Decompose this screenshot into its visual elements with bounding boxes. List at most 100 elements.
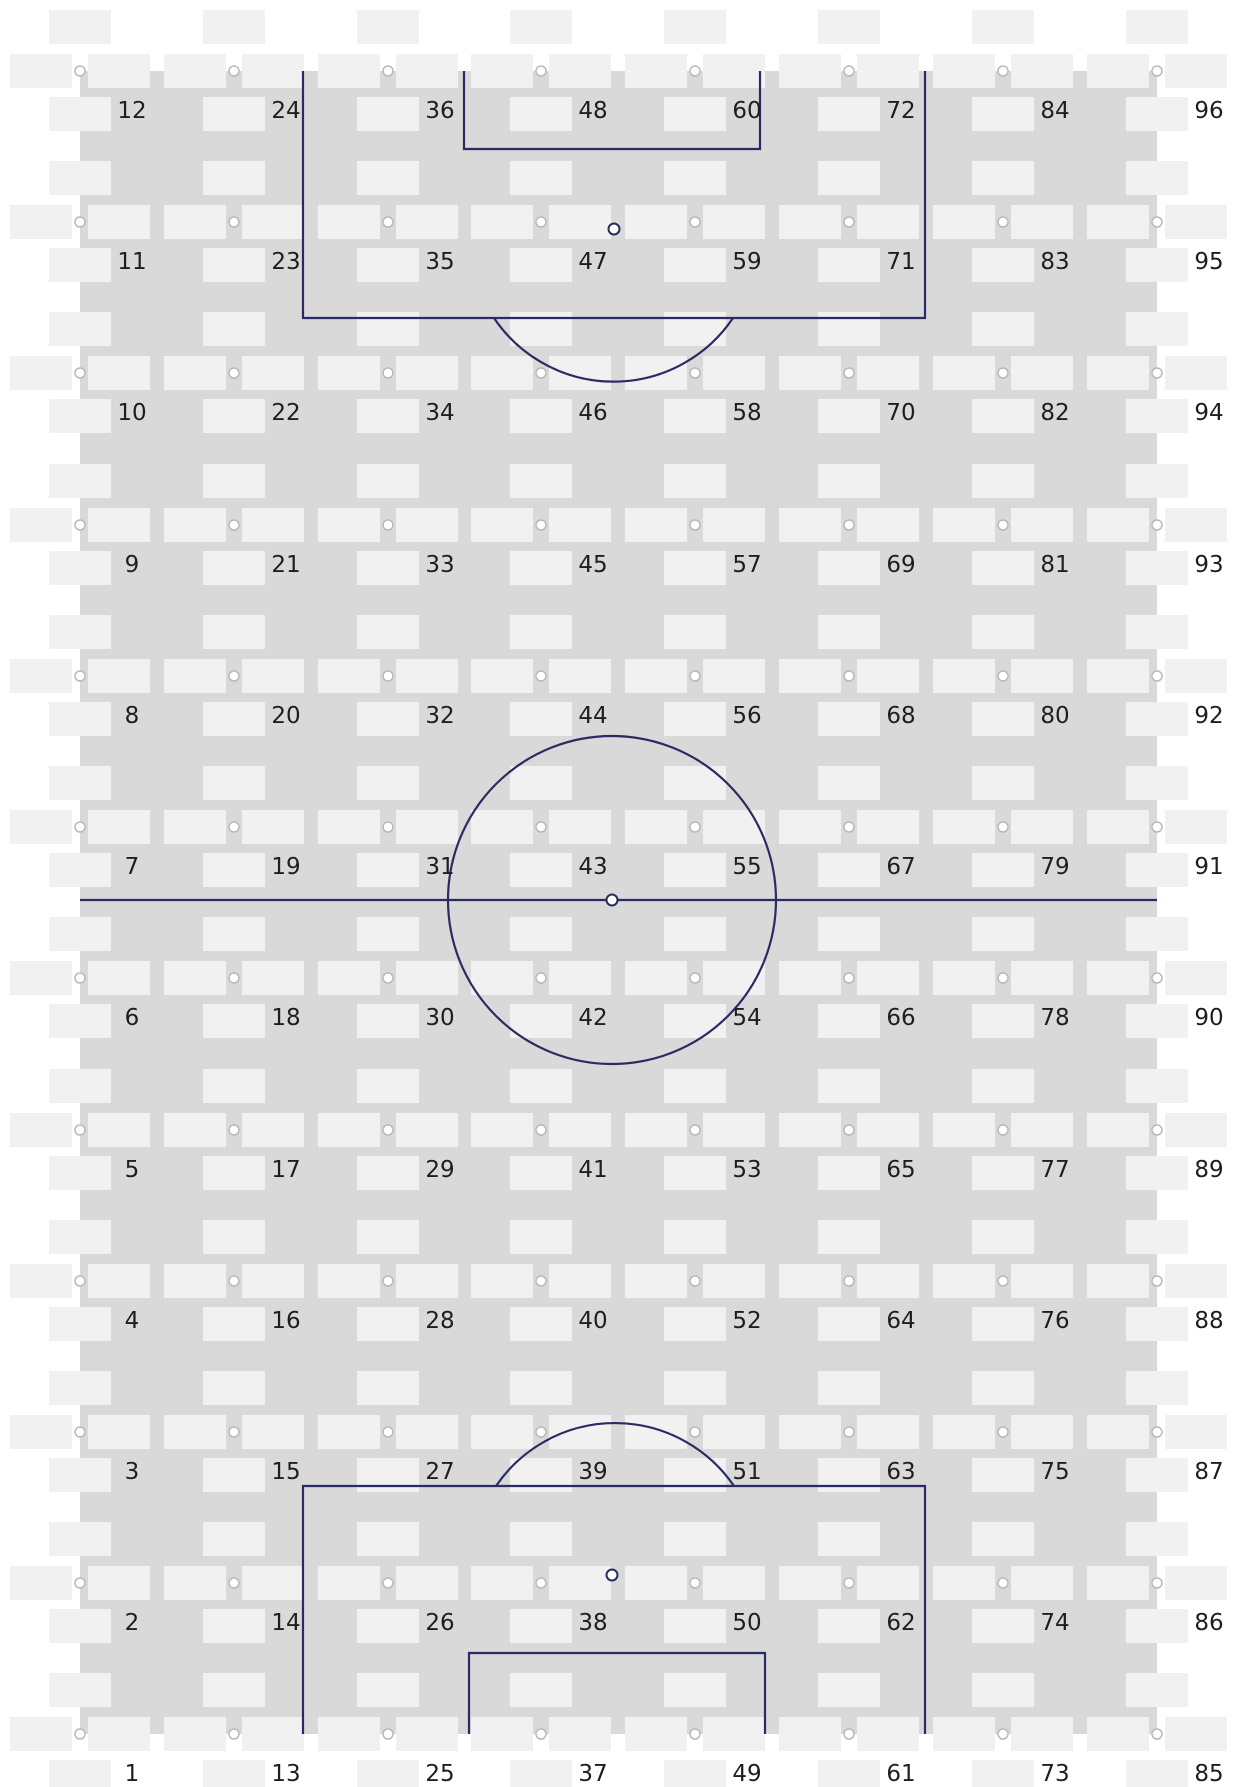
grid-pin xyxy=(229,1729,239,1739)
brick-block xyxy=(703,54,765,88)
brick-block xyxy=(1165,356,1227,390)
brick-block xyxy=(510,1220,572,1254)
grid-pin xyxy=(536,520,546,530)
brick-block xyxy=(357,853,419,887)
grid-pin xyxy=(383,1578,393,1588)
brick-block xyxy=(818,1760,880,1787)
brick-block xyxy=(818,1156,880,1190)
grid-number: 78 xyxy=(1040,1005,1069,1031)
brick-block xyxy=(857,1264,919,1298)
grid-number: 17 xyxy=(271,1157,300,1183)
brick-block xyxy=(1126,97,1188,131)
brick-block xyxy=(510,464,572,498)
grid-number: 92 xyxy=(1194,703,1223,729)
grid-pin xyxy=(536,1125,546,1135)
brick-block xyxy=(88,1717,150,1751)
grid-number: 33 xyxy=(425,552,454,578)
brick-block xyxy=(357,917,419,951)
brick-block xyxy=(857,1415,919,1449)
grid-pin xyxy=(1152,1427,1162,1437)
grid-number: 58 xyxy=(732,400,761,426)
grid-number: 52 xyxy=(732,1308,761,1334)
grid-number: 59 xyxy=(732,249,761,275)
grid-pin xyxy=(844,66,854,76)
grid-number: 2 xyxy=(125,1610,140,1636)
grid-number: 73 xyxy=(1040,1761,1069,1787)
brick-block xyxy=(1165,659,1227,693)
grid-pin xyxy=(690,66,700,76)
brick-block xyxy=(1126,1371,1188,1405)
brick-block xyxy=(396,54,458,88)
brick-block xyxy=(818,1609,880,1643)
grid-pin xyxy=(690,1729,700,1739)
brick-block xyxy=(1126,1760,1188,1787)
grid-pin xyxy=(383,520,393,530)
grid-number: 54 xyxy=(732,1005,761,1031)
brick-block xyxy=(242,659,304,693)
brick-block xyxy=(49,399,111,433)
brick-block xyxy=(510,1760,572,1787)
grid-number: 25 xyxy=(425,1761,454,1787)
grid-number: 75 xyxy=(1040,1459,1069,1485)
brick-block xyxy=(203,702,265,736)
grid-pin xyxy=(998,66,1008,76)
grid-pin xyxy=(383,66,393,76)
grid-number: 46 xyxy=(578,400,607,426)
grid-pin xyxy=(229,1125,239,1135)
brick-block xyxy=(396,810,458,844)
grid-number: 49 xyxy=(732,1761,761,1787)
brick-block xyxy=(203,917,265,951)
grid-number: 70 xyxy=(886,400,915,426)
brick-block xyxy=(703,1264,765,1298)
grid-pin xyxy=(844,1729,854,1739)
brick-block xyxy=(203,1069,265,1103)
brick-block xyxy=(49,161,111,195)
grid-number: 63 xyxy=(886,1459,915,1485)
brick-block xyxy=(972,1220,1034,1254)
grid-number: 1 xyxy=(125,1761,140,1787)
brick-block xyxy=(972,766,1034,800)
brick-block xyxy=(625,1415,687,1449)
brick-block xyxy=(1011,1264,1073,1298)
brick-block xyxy=(1126,615,1188,649)
brick-block xyxy=(88,356,150,390)
grid-pin xyxy=(536,822,546,832)
grid-pin xyxy=(75,1276,85,1286)
brick-block xyxy=(242,205,304,239)
brick-block xyxy=(549,1717,611,1751)
brick-block xyxy=(625,659,687,693)
brick-block xyxy=(664,1307,726,1341)
grid-number: 21 xyxy=(271,552,300,578)
brick-block xyxy=(972,464,1034,498)
grid-pin xyxy=(844,520,854,530)
brick-block xyxy=(1126,1220,1188,1254)
brick-block xyxy=(10,508,72,542)
grid-number: 18 xyxy=(271,1005,300,1031)
brick-block xyxy=(10,1717,72,1751)
grid-number: 44 xyxy=(578,703,607,729)
brick-block xyxy=(1126,766,1188,800)
brick-block xyxy=(972,1307,1034,1341)
brick-block xyxy=(510,10,572,44)
brick-block xyxy=(664,97,726,131)
grid-number: 13 xyxy=(271,1761,300,1787)
brick-block xyxy=(549,1566,611,1600)
brick-block xyxy=(318,659,380,693)
brick-block xyxy=(549,508,611,542)
brick-block xyxy=(1087,508,1149,542)
brick-block xyxy=(972,97,1034,131)
top-penalty-spot xyxy=(609,224,620,235)
brick-block xyxy=(357,1371,419,1405)
brick-block xyxy=(10,1264,72,1298)
brick-block xyxy=(818,1069,880,1103)
brick-block xyxy=(857,54,919,88)
brick-block xyxy=(164,1264,226,1298)
brick-block xyxy=(357,702,419,736)
grid-pin xyxy=(1152,66,1162,76)
brick-block xyxy=(242,810,304,844)
brick-block xyxy=(203,1673,265,1707)
brick-block xyxy=(1126,1673,1188,1707)
brick-block xyxy=(471,54,533,88)
brick-block xyxy=(10,810,72,844)
brick-block xyxy=(318,1717,380,1751)
